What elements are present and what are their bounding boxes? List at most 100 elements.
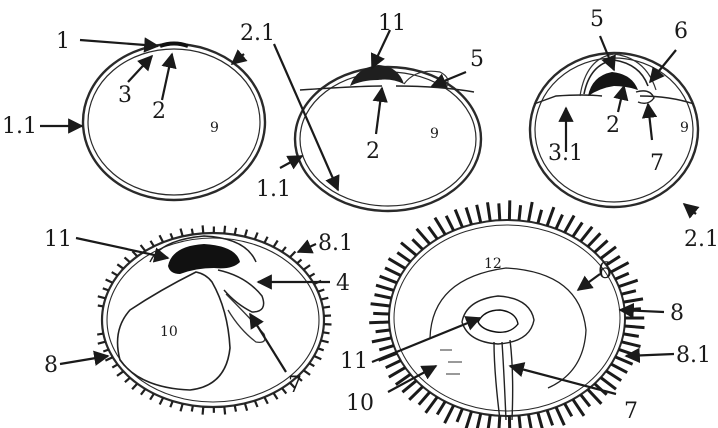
villus-spike: [151, 241, 154, 247]
villus-spike: [304, 370, 311, 375]
villus-spike: [466, 411, 472, 428]
label-2-1: 2.1: [240, 21, 275, 46]
villus-spike: [499, 203, 500, 220]
villus-spike: [235, 228, 236, 235]
villus-spike: [297, 260, 301, 264]
villus-spike: [323, 332, 330, 333]
villus-spike: [181, 229, 183, 237]
label-11: 11: [340, 349, 368, 374]
villus-spike: [103, 288, 109, 290]
villus-spike: [255, 233, 258, 240]
villus-spike: [488, 202, 491, 221]
villus-spike: [371, 304, 390, 306]
label-8: 8: [670, 301, 684, 326]
villus-spike: [203, 407, 204, 415]
label-8-1: 8.1: [676, 343, 711, 368]
villus-spike: [519, 205, 521, 220]
villus-spike: [264, 237, 267, 243]
label-3-1: 3.1: [548, 141, 583, 166]
villus-spike: [565, 216, 575, 233]
villus-spike: [373, 313, 389, 314]
villus-spike: [380, 276, 397, 283]
villus-spike: [389, 259, 406, 269]
villus-spike: [245, 230, 247, 237]
villus-spike: [426, 397, 438, 413]
villus-spike: [98, 306, 104, 307]
label-8: 8: [44, 353, 58, 378]
label-8-1: 8.1: [318, 231, 353, 256]
stage-2-egg: [295, 65, 481, 211]
villus-spike: [615, 357, 632, 364]
villus-spike: [112, 364, 117, 367]
label-9: 9: [430, 126, 439, 142]
villus-spike: [389, 368, 405, 378]
villus-spike: [538, 210, 542, 224]
villus-spike: [581, 227, 593, 242]
villus-spike: [98, 296, 106, 298]
villus-spike: [588, 233, 601, 246]
villus-spike: [547, 207, 554, 226]
allantois-bud: [636, 91, 654, 103]
villus-spike: [141, 389, 145, 395]
label-10: 10: [160, 324, 178, 340]
villus-spike: [170, 401, 172, 407]
villus-spike: [321, 298, 328, 300]
villus-spike: [117, 371, 123, 376]
label-2: 2: [606, 113, 620, 138]
villus-spike: [595, 241, 608, 253]
villus-spike: [417, 229, 430, 244]
villus-spike: [466, 208, 471, 225]
umbilical-cord: [494, 340, 513, 420]
villus-spike: [601, 247, 616, 259]
label-4: 4: [336, 271, 350, 296]
villus-spike: [203, 225, 204, 233]
label-1-1: 1.1: [256, 177, 291, 202]
villus-spike: [318, 348, 324, 350]
villus-spike: [419, 392, 430, 405]
villus-spike: [235, 405, 236, 411]
germinal-disc: [160, 44, 188, 47]
label-12: 12: [484, 256, 502, 272]
villus-spike: [529, 202, 533, 222]
villus-spike: [573, 399, 584, 416]
label-2: 2: [152, 99, 166, 124]
villus-spike: [282, 388, 286, 393]
villus-spike: [192, 229, 193, 235]
villus-spike: [622, 291, 636, 295]
villus-spike: [477, 205, 481, 223]
villus-spike: [264, 397, 267, 404]
villus-spike: [171, 233, 173, 239]
villus-spike: [588, 389, 602, 403]
villus-spike: [611, 263, 629, 272]
villus-spike: [606, 371, 621, 381]
villus-spike: [435, 218, 445, 235]
villus-spike: [224, 226, 225, 234]
villus-spike: [160, 398, 163, 405]
villus-spike: [304, 265, 311, 270]
villus-spike: [397, 253, 410, 262]
villus-spike: [112, 272, 118, 276]
villus-spike: [98, 342, 106, 344]
villus-spike: [529, 414, 532, 428]
coelom-line: [534, 95, 694, 104]
villus-spike: [409, 387, 423, 400]
villus-spike: [323, 307, 330, 308]
villus-spike: [487, 415, 490, 428]
villus-spike: [623, 299, 643, 302]
villus-spike: [622, 342, 641, 347]
villus-spike: [601, 378, 616, 390]
label-5: 5: [590, 7, 604, 32]
villus-spike: [619, 349, 635, 355]
villus-spike: [619, 280, 638, 286]
villus-spike: [556, 407, 564, 425]
villus-spike: [245, 403, 247, 410]
villus-spike: [274, 393, 278, 399]
label-10: 10: [346, 391, 374, 416]
villus-spike: [117, 264, 123, 268]
villus-spike: [369, 322, 389, 323]
villus-spike: [615, 273, 629, 279]
label-11: 11: [44, 227, 72, 252]
label-6: 6: [598, 259, 612, 284]
embryo-mass: [588, 72, 638, 96]
